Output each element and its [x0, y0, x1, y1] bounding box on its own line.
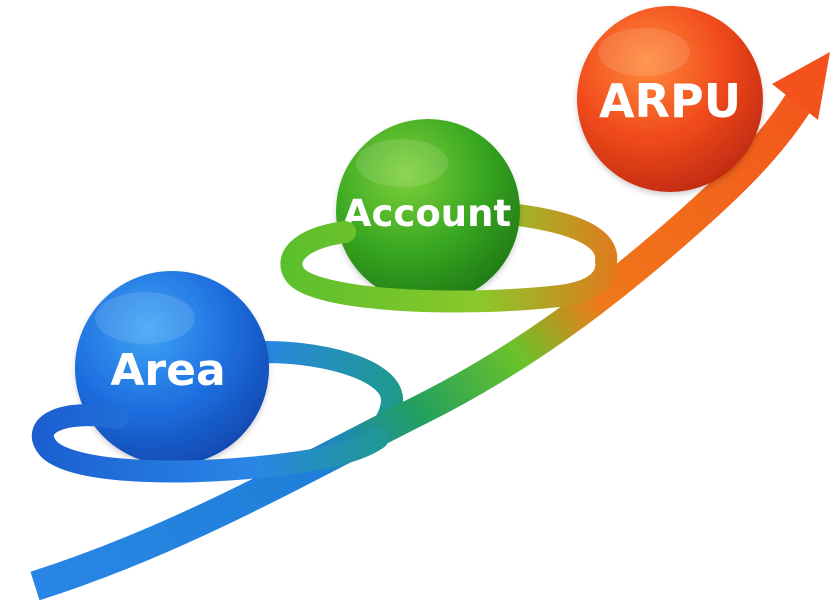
- account-ring-back: [507, 204, 618, 273]
- growth-arrow-head: [772, 52, 830, 120]
- arpu-label: ARPU: [599, 74, 741, 128]
- stage-area: Area: [75, 271, 269, 465]
- stage-arpu: ARPU: [577, 6, 763, 192]
- area-label: Area: [110, 345, 225, 396]
- growth-arrow-shaft: [30, 91, 813, 601]
- account-label: Account: [343, 192, 511, 235]
- stage-account: Account: [336, 119, 520, 303]
- area-ring-front: [31, 404, 389, 483]
- account-ring-front: [280, 221, 617, 313]
